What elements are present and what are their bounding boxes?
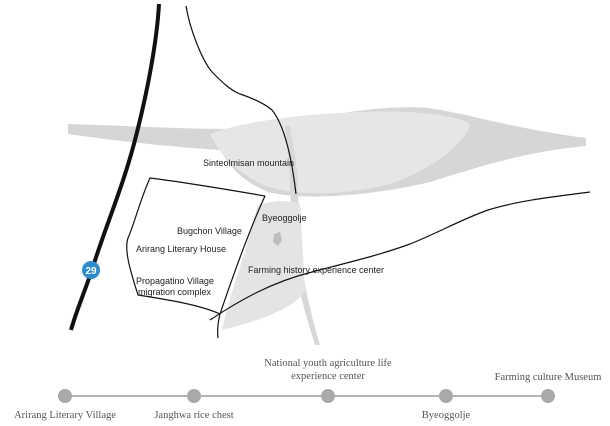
label-byeoggolje: Byeoggolje [262,213,307,223]
timeline-stop-national-youth[interactable] [321,389,335,403]
label-bugchon-village: Bugchon Village [177,226,242,236]
highway-29 [69,3,161,331]
timeline-label-national-youth-1: National youth agriculture life [264,358,392,369]
timeline-label-farming-museum: Farming culture Museum [495,372,602,383]
timeline-label-national-youth-2: experience center [291,371,365,382]
label-migration-complex: migration complex [138,287,212,297]
road-north [185,5,297,195]
label-farming-history-center: Farming history experience center [248,265,384,275]
route-29-badge [82,261,100,279]
route-29-label: 29 [85,266,97,277]
timeline-label-arirang: Arirang Literary Village [14,410,116,421]
timeline-stop-arirang[interactable] [58,389,72,403]
road-east [209,191,591,321]
road-village-loop [126,177,266,315]
mountain-area [210,111,470,194]
label-arirang-literary-house: Arirang Literary House [136,244,226,254]
small-mark [273,232,282,246]
timeline-label-janghwa: Janghwa rice chest [154,410,233,421]
road-southwest [217,195,266,339]
timeline-stop-farming-museum[interactable] [541,389,555,403]
label-propagatino-village: Propagatino Village [136,276,214,286]
byeoggolje-area [222,201,305,330]
timeline-stop-janghwa[interactable] [187,389,201,403]
label-sinteolmisan-mountain: Sinteolmisan mountain [203,158,294,168]
timeline-label-byeoggolje: Byeoggolje [422,410,471,421]
timeline-stop-byeoggolje[interactable] [439,389,453,403]
